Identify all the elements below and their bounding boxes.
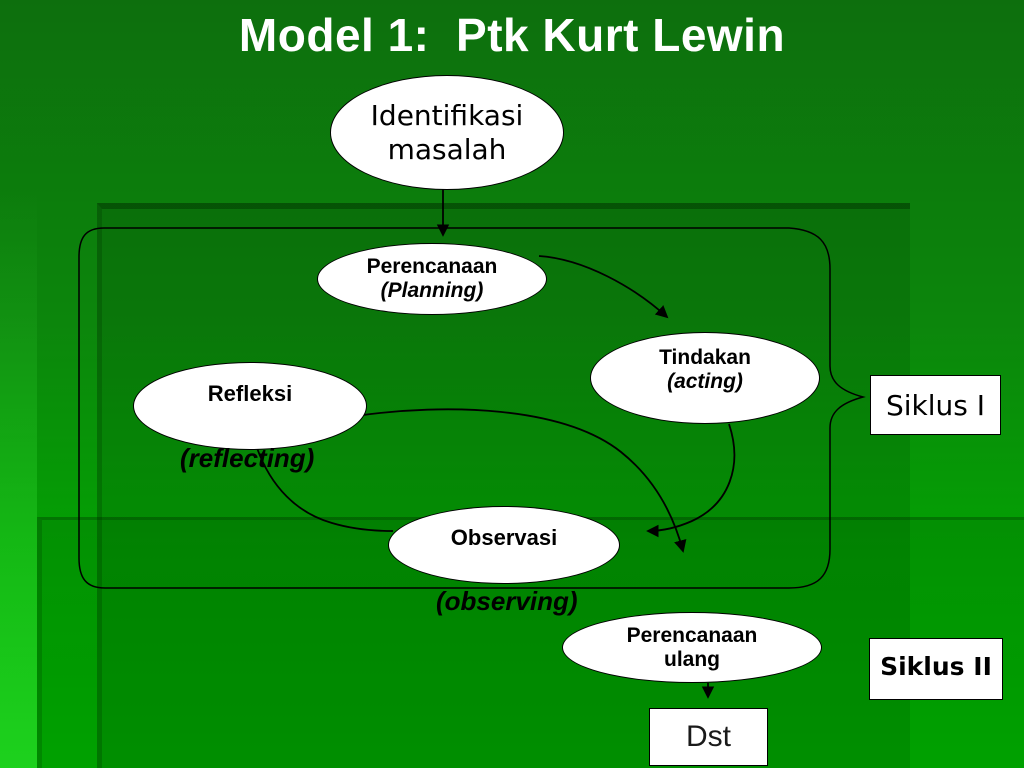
node-refleksi: Refleksi [133, 362, 367, 450]
node-label-line: Tindakan [659, 346, 751, 369]
node-label-line: ulang [664, 647, 720, 671]
slide-title: Model 1: Ptk Kurt Lewin [238, 9, 786, 61]
node-perencanaan: Perencanaan (Planning) [317, 243, 547, 315]
left-accent-strip [0, 0, 37, 768]
box-label: Siklus II [880, 651, 992, 681]
node-label-line: Perencanaan [626, 623, 758, 647]
node-label-line: masalah [387, 132, 507, 166]
label-reflecting: (reflecting) [180, 443, 315, 473]
box-label: Dst [686, 720, 731, 753]
node-label-line: Observasi [450, 525, 558, 550]
node-observasi: Observasi [388, 506, 620, 584]
box-siklus-1: Siklus I [870, 375, 1001, 435]
connector-refleksi-to-observasi [256, 447, 394, 532]
node-tindakan: Tindakan (acting) [590, 332, 820, 424]
node-label-line: (acting) [667, 370, 743, 393]
node-label-line: Identifikasi [370, 99, 524, 133]
cycle-frame-with-brace [78, 227, 866, 589]
node-perencanaan-ulang: Perencanaan ulang [562, 612, 822, 683]
node-label-line: Perencanaan [366, 255, 498, 278]
label-observing: (observing) [436, 586, 578, 616]
node-identifikasi-masalah: Identifikasi masalah [330, 75, 564, 190]
box-label: Siklus I [885, 388, 986, 422]
arrow-refleksi-to-perencanaan-ulang [355, 408, 687, 553]
arrow-perencanaan-to-tindakan [538, 255, 669, 319]
box-siklus-2: Siklus II [869, 638, 1003, 700]
box-dst: Dst [649, 708, 768, 766]
arrow-tindakan-to-observasi [646, 423, 736, 538]
node-label-line: (Planning) [380, 279, 484, 302]
node-label-line: Refleksi [207, 381, 293, 406]
